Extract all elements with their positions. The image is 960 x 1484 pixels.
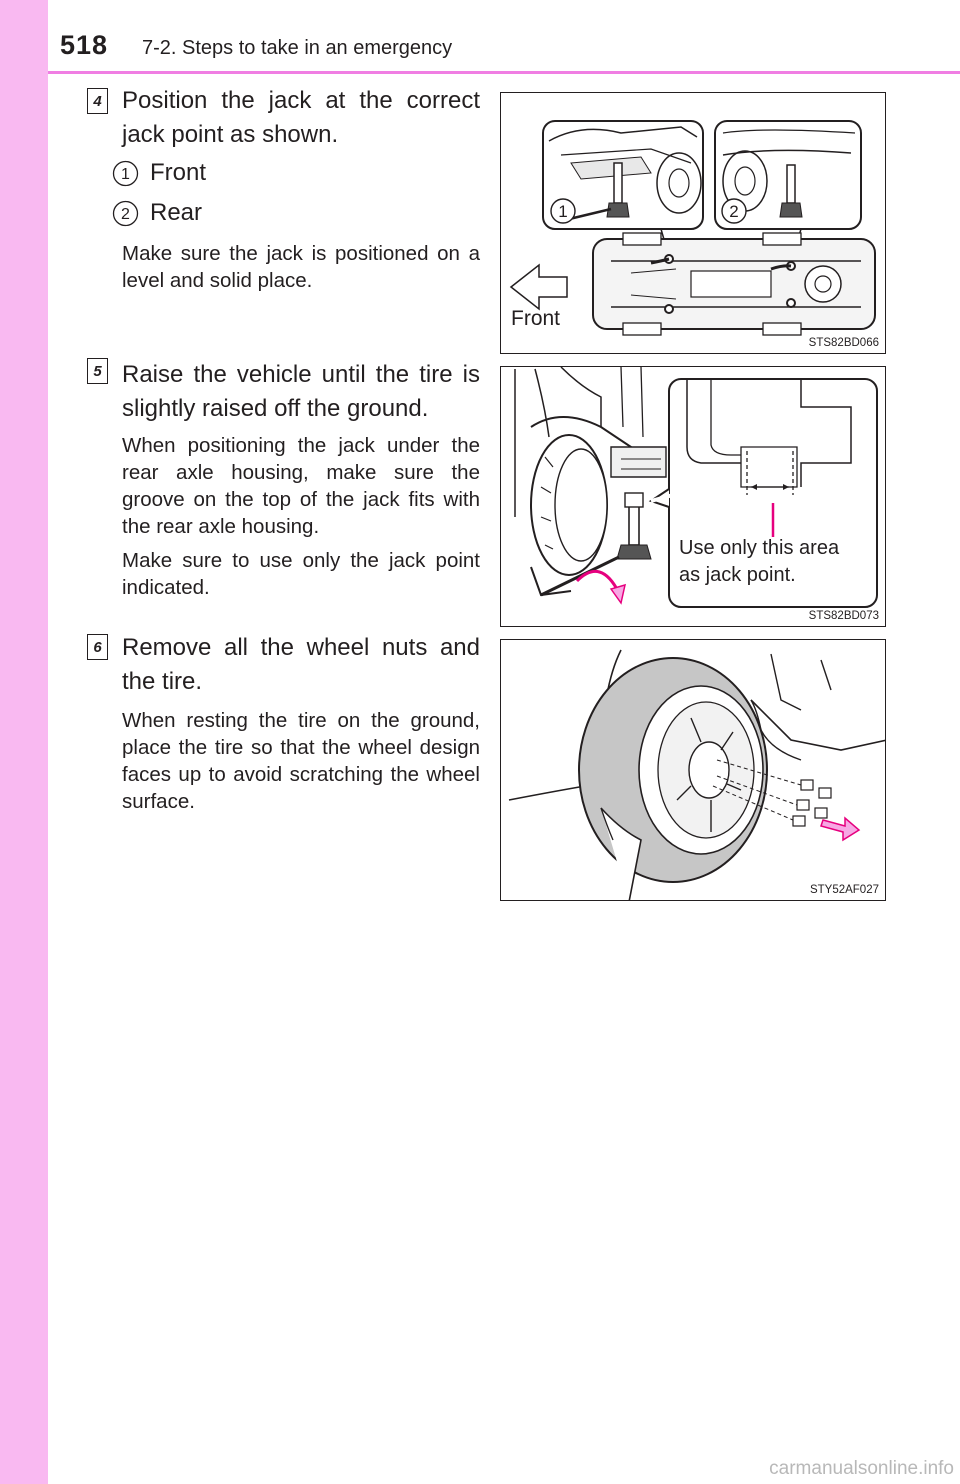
remove-wheel-illustration <box>508 649 885 900</box>
step-badge-6: 6 <box>87 634 108 660</box>
front-callout-number: 1 <box>558 202 567 221</box>
section-title: 7-2. Steps to take in an emergency <box>142 37 453 59</box>
step-4-text: Position the jack at the correct jack po… <box>122 87 480 148</box>
jack-point-callout-line-1: Use only this area <box>679 537 840 559</box>
jack-point-callout-line-2: as jack point. <box>679 564 796 586</box>
step-5-note-1: When positioning the jack under the rear… <box>122 434 480 538</box>
figure-remove-wheel: STY52AF027 <box>500 639 886 901</box>
figure-code-2: STS82BD073 <box>808 610 879 622</box>
step-badge-5: 5 <box>87 358 108 384</box>
header-rule <box>48 71 960 74</box>
step-4-note: Make sure the jack is positioned on a le… <box>122 242 480 292</box>
callout-number-1-text: 1 <box>121 166 130 183</box>
step-4-item-rear: Rear <box>150 199 203 226</box>
step-badge-4: 4 <box>87 88 108 114</box>
figure-jack-points: 1 2 Front STS82BD066 <box>500 92 886 354</box>
rear-callout-number: 2 <box>729 202 738 221</box>
step-5-text: Raise the vehicle until the tire is slig… <box>122 361 480 422</box>
figure-raise-vehicle: Use only this area as jack point. STS82B… <box>500 366 886 627</box>
jack-point-callout: Use only this area as jack point. <box>679 535 839 589</box>
figure-code-3: STY52AF027 <box>809 884 879 896</box>
watermark: carmanualsonline.info <box>769 1458 954 1479</box>
page-number: 518 <box>60 30 109 60</box>
front-direction-label: Front <box>511 307 561 330</box>
rear-callout-circle <box>721 198 747 224</box>
callout-number-1-icon: 1 <box>112 160 139 187</box>
side-tab-strip <box>0 0 48 1484</box>
front-callout-circle <box>550 198 576 224</box>
step-6-text: Remove all the wheel nuts and the tire. <box>122 634 480 695</box>
callout-number-2-text: 2 <box>121 206 130 223</box>
figure-code-1: STS82BD066 <box>808 337 879 349</box>
raise-vehicle-illustration <box>514 367 878 608</box>
removal-direction-arrow-icon <box>820 816 861 842</box>
step-5-note-2: Make sure to use only the jack point ind… <box>122 549 480 599</box>
jack-points-illustration: 1 2 <box>509 120 876 336</box>
callout-number-2-icon: 2 <box>112 200 139 227</box>
front-direction-arrow <box>509 263 568 311</box>
step-4-item-front: Front <box>150 159 207 186</box>
step-6-note: When resting the tire on the ground, pla… <box>122 709 480 813</box>
